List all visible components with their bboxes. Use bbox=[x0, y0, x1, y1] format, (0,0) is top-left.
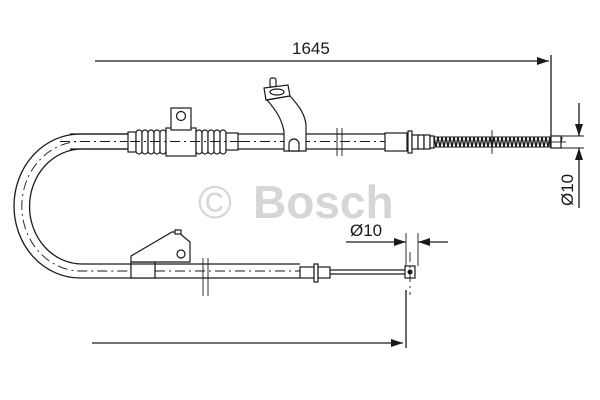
lower-cable bbox=[135, 258, 300, 296]
watermark-text: Bosch bbox=[253, 176, 394, 228]
bellows-assembly bbox=[127, 107, 240, 157]
bottom-diameter-dimension: Ø10 bbox=[346, 221, 448, 266]
watermark: © Bosch bbox=[198, 176, 394, 228]
copyright-icon: © bbox=[198, 176, 232, 228]
total-length-label: 1645 bbox=[292, 39, 330, 58]
right-diameter-dimension: Ø10 bbox=[553, 103, 584, 208]
bottom-diameter-label: Ø10 bbox=[350, 221, 382, 240]
lower-end-fitting bbox=[299, 252, 416, 295]
lower-bracket bbox=[130, 229, 191, 279]
right-end-fitting bbox=[384, 130, 566, 154]
cable-loop bbox=[13, 133, 135, 279]
lower-dimension bbox=[92, 290, 407, 348]
right-diameter-label: Ø10 bbox=[558, 174, 577, 206]
top-dimension: 1645 bbox=[95, 39, 552, 140]
cable-clip bbox=[263, 77, 307, 152]
